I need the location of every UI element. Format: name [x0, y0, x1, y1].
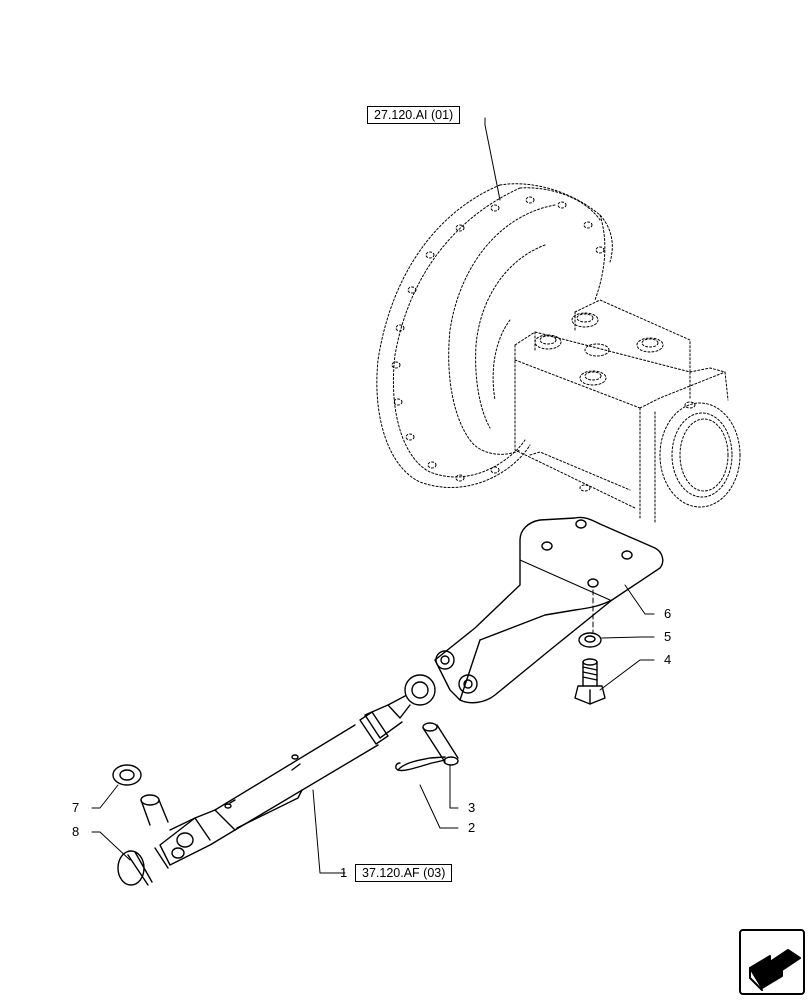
bolt-part-4	[574, 658, 606, 705]
reference-label-top[interactable]: 27.120.AI (01)	[367, 106, 461, 124]
callout-7: 7	[72, 800, 80, 815]
pin-part-3	[422, 722, 459, 766]
leader-lines	[91, 117, 655, 874]
pin	[112, 764, 169, 826]
axle-housing	[376, 183, 741, 523]
lynch-pin	[117, 850, 153, 886]
callout-6: 6	[664, 606, 672, 621]
callout-5: 5	[664, 629, 672, 644]
callout-1: 1	[340, 865, 348, 880]
top-link-arm	[154, 674, 436, 869]
callout-4: 4	[664, 652, 672, 667]
callout-8: 8	[72, 824, 80, 839]
support-bracket	[434, 516, 664, 704]
reference-label-bottom[interactable]: 37.120.AF (03)	[355, 864, 453, 882]
next-page-arrow-icon[interactable]	[739, 929, 805, 995]
cotter-pin-part-2	[395, 756, 446, 772]
callout-3: 3	[468, 800, 476, 815]
washer-part-5	[578, 632, 602, 648]
callout-2: 2	[468, 820, 476, 835]
